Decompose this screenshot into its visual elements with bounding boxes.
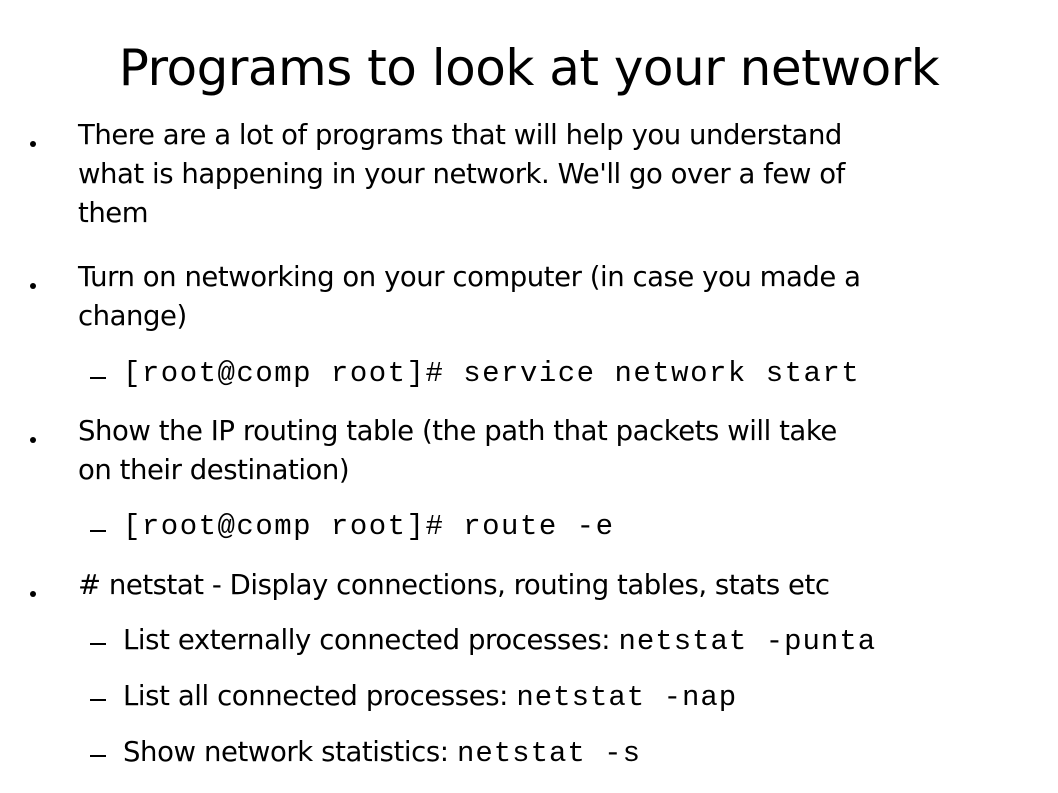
bullet-text-line: them bbox=[78, 197, 149, 229]
sub-bullet-dash-icon bbox=[90, 755, 106, 757]
sub-bullet-label: List all connected processes: bbox=[123, 680, 517, 712]
sub-bullet-text: List all connected processes: netstat -n… bbox=[123, 677, 737, 717]
bullet-text-line: Turn on networking on your computer (in … bbox=[78, 261, 861, 293]
command-text: [root@comp root]# route -e bbox=[123, 510, 615, 543]
sub-bullet-label: Show network statistics: bbox=[123, 736, 457, 768]
sub-bullet-dash-icon bbox=[90, 699, 106, 701]
bullet-text-line: There are a lot of programs that will he… bbox=[78, 119, 842, 151]
bullet-text-line: change) bbox=[78, 300, 187, 332]
sub-bullet-text: List externally connected processes: net… bbox=[123, 621, 876, 661]
sub-bullet-label: List externally connected processes: bbox=[123, 624, 619, 656]
sub-bullet-text: Show network statistics: netstat -s bbox=[123, 733, 641, 773]
sub-bullet-dash-icon bbox=[90, 530, 106, 532]
command-text: netstat -s bbox=[456, 737, 641, 770]
slide-title: Programs to look at your network bbox=[118, 39, 940, 97]
bullet-dot-icon bbox=[30, 437, 36, 443]
command-text: netstat -punta bbox=[618, 625, 877, 658]
command-text: [root@comp root]# service network start bbox=[123, 357, 861, 390]
bullet-text-line: what is happening in your network. We'll… bbox=[78, 158, 845, 190]
bullet-dot-icon bbox=[30, 591, 36, 597]
sub-bullet-dash-icon bbox=[90, 377, 106, 379]
bullet-dot-icon bbox=[30, 141, 36, 147]
sub-bullet-dash-icon bbox=[90, 643, 106, 645]
bullet-text-line: on their destination) bbox=[78, 454, 350, 486]
command-text: netstat -nap bbox=[516, 681, 738, 714]
bullet-dot-icon bbox=[30, 283, 36, 289]
bullet-text-line: # netstat - Display connections, routing… bbox=[78, 569, 830, 601]
bullet-text-line: Show the IP routing table (the path that… bbox=[78, 415, 837, 447]
